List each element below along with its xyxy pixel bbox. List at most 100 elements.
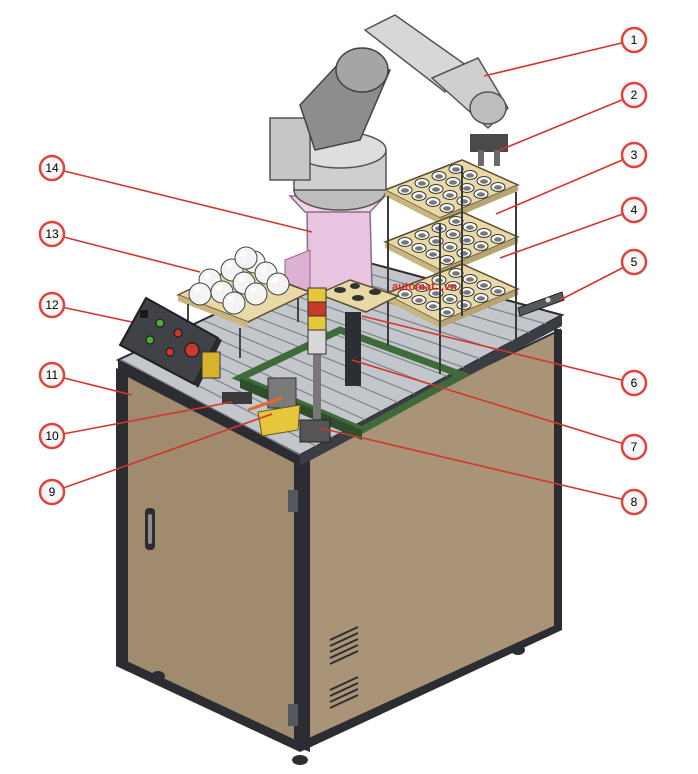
cup-holder — [490, 182, 506, 192]
leader-line — [51, 304, 133, 323]
cup-holder — [476, 176, 492, 186]
rack-tier — [383, 263, 520, 328]
cabinet-frame-left — [116, 368, 128, 664]
cup-holder — [442, 190, 458, 200]
leader-lines — [51, 39, 635, 503]
leader-line — [51, 413, 273, 493]
cup-holder — [448, 268, 464, 278]
cup-holder — [490, 234, 506, 244]
cup-holder — [459, 235, 475, 245]
callout-circle — [620, 196, 648, 224]
cup-holder — [439, 203, 455, 213]
callout-number: 5 — [631, 255, 638, 269]
callout-14: 14 — [38, 154, 66, 182]
callout-number: 1 — [631, 33, 638, 47]
rail-groove — [271, 287, 481, 360]
callout-circle — [620, 433, 648, 461]
callout-circle — [38, 220, 66, 248]
cup-holder — [397, 185, 413, 195]
cup-holder — [476, 228, 492, 238]
cup-holder — [490, 286, 506, 296]
callout-number: 9 — [49, 485, 56, 499]
callout-number: 12 — [45, 298, 59, 312]
callout-number: 14 — [45, 161, 59, 175]
cup-holder — [439, 255, 455, 265]
mounting-bracket — [517, 291, 565, 317]
callout-10: 10 — [38, 422, 66, 450]
cup-holder — [445, 229, 461, 239]
rail-groove — [230, 306, 432, 386]
signal-tower — [299, 287, 331, 443]
cup-holder — [476, 280, 492, 290]
leader-line — [351, 359, 635, 448]
leader-line — [559, 261, 635, 301]
callout-circle — [620, 488, 648, 516]
caster — [151, 671, 165, 681]
leader-line — [495, 154, 635, 215]
callout-circle — [620, 141, 648, 169]
ball — [234, 246, 258, 270]
leader-line — [51, 374, 133, 396]
cup-holder — [442, 294, 458, 304]
vent-upper — [329, 626, 359, 665]
callout-4: 4 — [620, 196, 648, 224]
callout-1: 1 — [620, 26, 648, 54]
cup-holder — [439, 307, 455, 317]
leader-line — [483, 39, 635, 77]
leader-line — [361, 315, 635, 384]
cup-holder — [425, 197, 441, 207]
sensors — [222, 377, 301, 437]
callout-12: 12 — [38, 291, 66, 319]
callout-6: 6 — [620, 369, 648, 397]
leader-line — [51, 167, 313, 233]
cup-holder — [414, 230, 430, 240]
caster — [511, 645, 525, 655]
cup-holder — [397, 237, 413, 247]
watermark: automat...vn — [392, 281, 457, 293]
cabinet-frame-corner — [294, 452, 310, 752]
leader-line — [51, 401, 233, 437]
cup-holder — [448, 216, 464, 226]
rail-groove — [189, 326, 383, 412]
hinge-top — [288, 490, 298, 512]
leader-line — [51, 233, 201, 273]
callout-circle — [38, 478, 66, 506]
leader-line — [319, 427, 635, 503]
rack-tier — [383, 159, 520, 224]
callout-number: 2 — [631, 88, 638, 102]
cup-holder — [411, 243, 427, 253]
callout-number: 3 — [631, 148, 638, 162]
cup-holder — [462, 222, 478, 232]
callout-number: 10 — [45, 429, 59, 443]
ball — [222, 291, 246, 315]
callout-9: 9 — [38, 478, 66, 506]
leader-line — [499, 94, 635, 151]
callout-circle — [620, 26, 648, 54]
callout-number: 4 — [631, 203, 638, 217]
ball — [244, 282, 268, 306]
callout-circle — [38, 361, 66, 389]
hinge-bottom — [288, 704, 298, 726]
callout-number: 6 — [631, 376, 638, 390]
callout-5: 5 — [620, 248, 648, 276]
cup-holder — [425, 249, 441, 259]
callout-7: 7 — [620, 433, 648, 461]
cup-holder — [431, 171, 447, 181]
ball — [188, 282, 212, 306]
cabinet — [116, 328, 562, 765]
cup-holder — [397, 289, 413, 299]
cup-holder — [456, 196, 472, 206]
cup-holder — [448, 164, 464, 174]
cup-holder — [459, 287, 475, 297]
callout-circle — [38, 422, 66, 450]
callout-number: 8 — [631, 495, 638, 509]
callout-circle — [38, 291, 66, 319]
caster — [292, 755, 308, 765]
workpiece-holder — [316, 279, 400, 386]
cup-holder — [459, 183, 475, 193]
cup-holder — [462, 170, 478, 180]
cup-holder — [445, 177, 461, 187]
ball-rack — [383, 159, 520, 374]
balls — [188, 246, 290, 315]
